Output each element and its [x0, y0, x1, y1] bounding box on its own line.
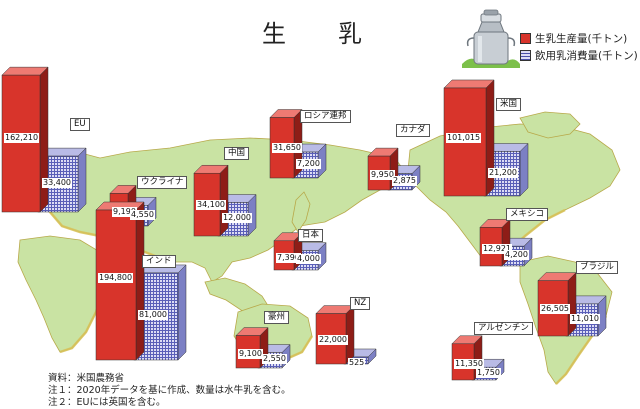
source-note: 資料：米国農務省 [48, 373, 125, 384]
region-label: NZ [350, 297, 371, 310]
consumption-swatch [520, 50, 531, 61]
legend: 生乳生産量(千トン) 飲用乳消費量(千トン) [520, 30, 638, 64]
production-value-label: 7,390 [276, 253, 301, 264]
consumption-value-label: 7,200 [296, 159, 321, 170]
production-value-label: 22,000 [318, 334, 348, 345]
note-2: 注２：EUには英国を含む。 [48, 397, 166, 408]
production-bar [1, 66, 49, 213]
legend-item-consumption: 飲用乳消費量(千トン) [520, 47, 638, 64]
region-label: メキシコ [506, 208, 549, 221]
production-swatch [520, 33, 531, 44]
consumption-value-label: 4,000 [296, 254, 321, 265]
production-value-label: 194,800 [98, 273, 134, 283]
production-value-label: 9,190 [112, 207, 137, 218]
consumption-value-label: 4,200 [504, 250, 529, 261]
consumption-value-label: 2,550 [262, 354, 287, 365]
consumption-value-label: 81,000 [138, 310, 168, 321]
consumption-value-label: 4,550 [130, 209, 155, 220]
region-label: EU [70, 118, 90, 131]
production-value-label: 9,950 [370, 170, 395, 181]
region-label: 日本 [298, 229, 324, 242]
legend-label-consumption: 飲用乳消費量(千トン) [535, 50, 638, 62]
legend-item-production: 生乳生産量(千トン) [520, 30, 638, 47]
consumption-value-label: 525 [348, 357, 366, 368]
milk-can-icon [462, 9, 520, 68]
consumption-value-label: 2,875 [392, 175, 417, 186]
chart-title: 生 乳 [262, 20, 376, 48]
region-label: ウクライナ [137, 176, 188, 189]
region-label: 豪州 [264, 311, 290, 324]
region-label: アルゼンチン [474, 322, 533, 335]
production-value-label: 26,505 [540, 303, 570, 314]
consumption-value-label: 1,750 [476, 368, 501, 379]
production-bar [95, 201, 145, 361]
region-label: ブラジル [576, 261, 618, 274]
production-value-label: 11,350 [454, 358, 484, 369]
japan-landmass [291, 191, 311, 233]
legend-label-production: 生乳生産量(千トン) [535, 33, 628, 45]
note-1: 注１：2020年データを基に作成、数量は水牛乳を含む。 [48, 385, 291, 396]
production-value-label: 162,210 [4, 132, 40, 143]
region-label: 米国 [496, 98, 522, 111]
production-value-label: 9,100 [238, 349, 263, 360]
region-label: ロシア連邦 [300, 110, 351, 123]
production-value-label: 101,015 [446, 133, 482, 144]
region-label: カナダ [396, 124, 430, 137]
consumption-value-label: 12,000 [222, 213, 252, 224]
greenland-landmass [519, 111, 581, 139]
production-value-label: 31,650 [272, 142, 302, 153]
consumption-value-label: 21,200 [488, 167, 518, 178]
region-label: 中国 [224, 147, 250, 160]
consumption-value-label: 11,010 [570, 313, 600, 324]
region-label: インド [142, 255, 176, 268]
production-value-label: 34,100 [196, 199, 226, 210]
production-value-label: 12,921 [482, 243, 512, 254]
notes: 資料：米国農務省 注１：2020年データを基に作成、数量は水牛乳を含む。 注２：… [48, 373, 291, 409]
consumption-value-label: 33,400 [42, 178, 72, 189]
africa-landmass [17, 235, 109, 353]
